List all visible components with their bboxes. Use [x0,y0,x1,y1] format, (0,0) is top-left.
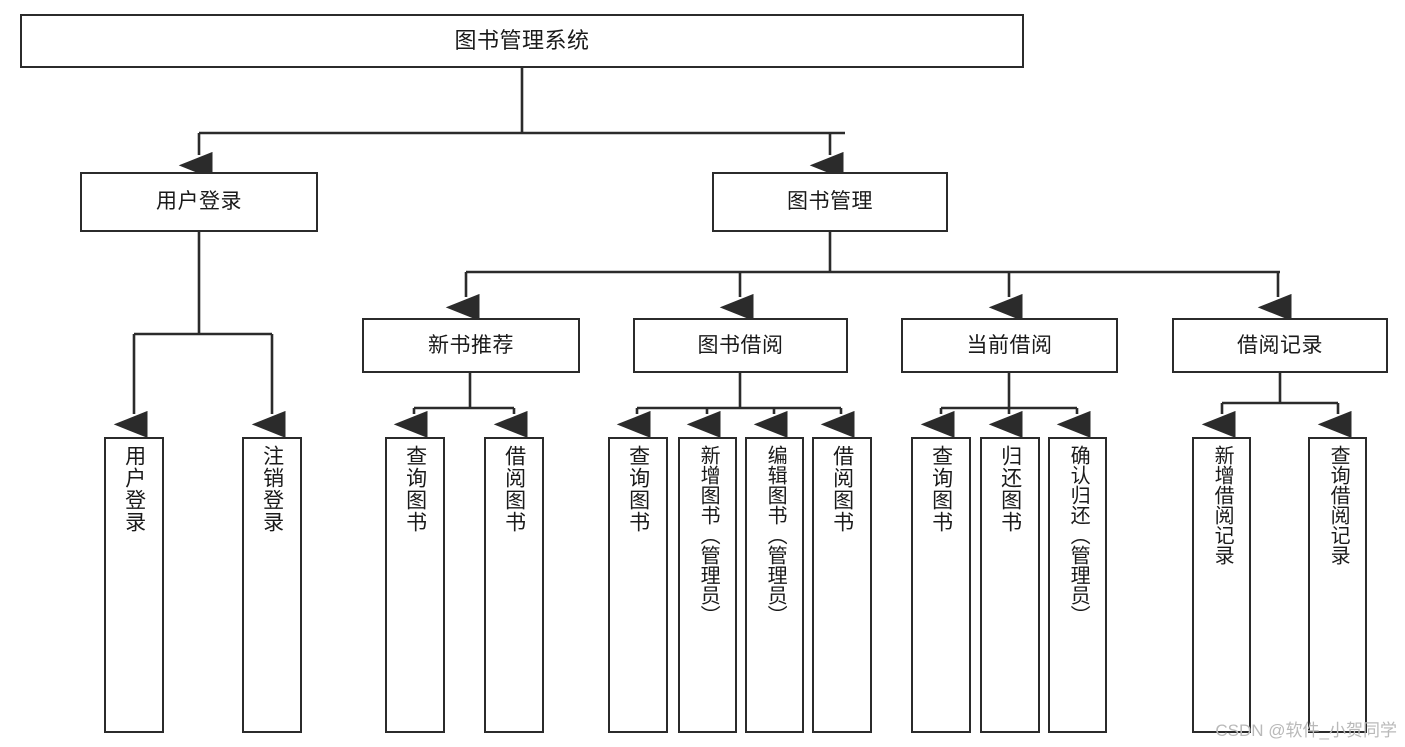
node-new-book-recommend[interactable]: 新书推荐 [362,318,580,373]
node-label: 图书管理 [787,190,873,214]
leaf-borrow-record-add[interactable]: 新增借阅记录 [1192,437,1251,733]
node-label: 查询图书 [929,445,953,533]
leaf-book-borrow-query[interactable]: 查询图书 [608,437,668,733]
node-label: 编辑图书（管理员） [764,445,787,625]
node-label: 确认归还（管理员） [1067,445,1090,625]
leaf-borrow-record-query[interactable]: 查询借阅记录 [1308,437,1367,733]
node-label: 归还图书 [998,445,1022,533]
leaf-current-borrow-query[interactable]: 查询图书 [911,437,971,733]
leaf-current-borrow-confirm-admin[interactable]: 确认归还（管理员） [1048,437,1107,733]
node-label: 用户登录 [122,445,146,533]
node-label: 查询图书 [626,445,650,533]
node-label: 查询借阅记录 [1327,445,1350,565]
node-label: 新书推荐 [428,333,514,357]
node-user-login[interactable]: 用户登录 [80,172,318,232]
node-label: 用户登录 [156,190,242,214]
node-current-borrow[interactable]: 当前借阅 [901,318,1118,373]
leaf-book-borrow-add-admin[interactable]: 新增图书（管理员） [678,437,737,733]
watermark-text: CSDN @软件_小贺同学 [1215,721,1397,740]
node-label: 新增借阅记录 [1211,445,1234,565]
leaf-user-login-signout[interactable]: 注销登录 [242,437,302,733]
node-label: 查询图书 [403,445,427,533]
node-book-borrow[interactable]: 图书借阅 [633,318,848,373]
leaf-new-book-borrow[interactable]: 借阅图书 [484,437,544,733]
leaf-book-borrow-edit-admin[interactable]: 编辑图书（管理员） [745,437,804,733]
node-borrow-record[interactable]: 借阅记录 [1172,318,1388,373]
node-label: 图书管理系统 [454,27,590,53]
node-root-system[interactable]: 图书管理系统 [20,14,1024,68]
node-label: 图书借阅 [697,333,784,357]
node-label: 借阅图书 [502,445,526,533]
node-label: 当前借阅 [966,333,1053,357]
leaf-book-borrow-borrow[interactable]: 借阅图书 [812,437,872,733]
leaf-current-borrow-return[interactable]: 归还图书 [980,437,1040,733]
node-label: 注销登录 [260,445,284,533]
node-book-management[interactable]: 图书管理 [712,172,948,232]
node-label: 借阅图书 [830,445,854,533]
node-label: 借阅记录 [1237,333,1323,357]
leaf-new-book-query[interactable]: 查询图书 [385,437,445,733]
node-label: 新增图书（管理员） [697,445,720,625]
leaf-user-login-signin[interactable]: 用户登录 [104,437,164,733]
